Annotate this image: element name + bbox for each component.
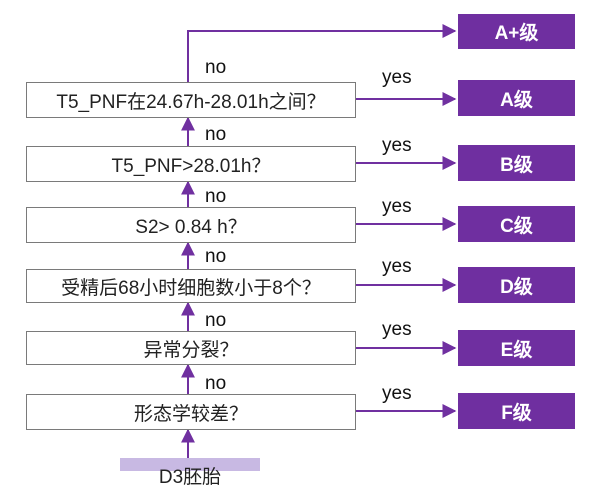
edge-label-yes-1: yes	[382, 67, 412, 88]
edge-label-yes-5: yes	[382, 319, 412, 340]
arrow-q1-to-a-plus	[187, 24, 457, 82]
question-box-3: S2> 0.84 h？	[26, 207, 356, 243]
edge-label-no-2: no	[205, 124, 227, 145]
question-box-5: 异常分裂？	[26, 331, 356, 365]
edge-label-no-3: no	[205, 186, 227, 207]
grade-box-d: D级	[458, 267, 575, 303]
question-box-2: T5_PNF>28.01h？	[26, 146, 356, 182]
grade-box-b: B级	[458, 145, 575, 181]
grade-box-f: F级	[458, 393, 575, 429]
edge-label-no-6: no	[205, 373, 227, 394]
question-box-1: T5_PNF在24.67h-28.01h之间？	[26, 82, 356, 118]
question-box-6: 形态学较差？	[26, 394, 356, 430]
grade-box-a-plus: A+级	[458, 14, 575, 49]
edge-label-no-5: no	[205, 310, 227, 331]
edge-label-no-1: no	[205, 57, 227, 78]
edge-label-yes-2: yes	[382, 135, 412, 156]
edge-label-yes-3: yes	[382, 196, 412, 217]
edge-label-no-4: no	[205, 246, 227, 267]
grade-box-c: C级	[458, 206, 575, 242]
edge-label-yes-4: yes	[382, 256, 412, 277]
grade-box-a: A级	[458, 80, 575, 116]
question-box-4: 受精后68小时细胞数小于8个？	[26, 269, 356, 303]
grade-box-e: E级	[458, 330, 575, 366]
flowchart-connectors	[181, 24, 457, 460]
start-node: D3胚胎	[120, 458, 260, 488]
edge-label-yes-6: yes	[382, 383, 412, 404]
